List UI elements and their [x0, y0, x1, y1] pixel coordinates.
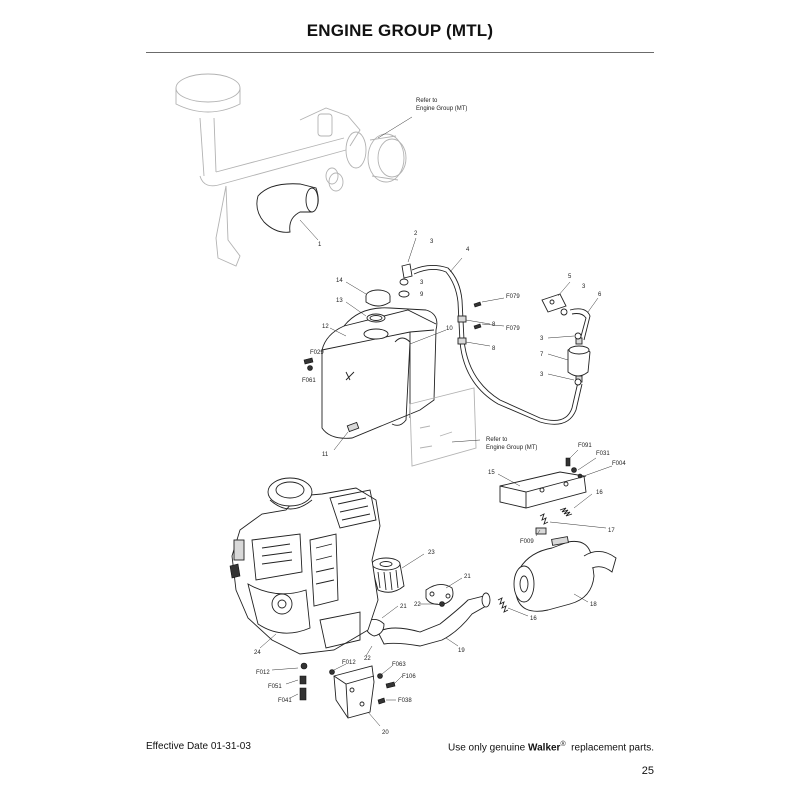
- callout-21a: 21: [464, 574, 471, 580]
- part-3-clamps: [547, 308, 582, 386]
- part-1-elbow: [256, 183, 319, 241]
- callout-3: 3: [430, 239, 434, 245]
- callout-3b: 3: [420, 280, 424, 286]
- callout-f051: F051: [268, 684, 282, 690]
- callout-f061: F061: [302, 378, 316, 384]
- part-16-spring: [497, 597, 529, 617]
- callout-12: 12: [322, 324, 329, 330]
- ghost-mount-plate: [409, 387, 481, 467]
- callout-13: 13: [336, 298, 343, 304]
- refer-top-line2: Engine Group (MT): [416, 106, 467, 112]
- callout-6: 6: [598, 292, 602, 298]
- part-18-muffler: [513, 536, 617, 612]
- callout-f004: F004: [612, 461, 626, 467]
- notice-prefix: Use only genuine: [447, 742, 529, 754]
- part-15-bracket: [497, 471, 587, 509]
- part-20-bracket: [333, 665, 381, 727]
- refer-top-line1: Refer to: [416, 98, 438, 104]
- notice-brand: Walker: [528, 742, 561, 754]
- callout-5: 5: [568, 274, 572, 280]
- callout-1: 1: [318, 242, 322, 248]
- registered-mark: ®: [560, 741, 566, 748]
- callout-21b: 21: [400, 604, 407, 610]
- callout-f079a: F079: [506, 294, 520, 300]
- callout-19: 19: [458, 648, 465, 654]
- part-14-fuel-cap: [345, 281, 391, 307]
- callout-3c: 3: [582, 284, 586, 290]
- part-11-fitting: [333, 421, 360, 451]
- callout-f106: F106: [402, 674, 416, 680]
- part-16-17-isolators: [535, 493, 607, 537]
- callout-f031: F031: [596, 451, 610, 457]
- callout-labels: Refer to Engine Group (MT) Refer to Engi…: [254, 98, 626, 736]
- part-24-engine: [229, 477, 381, 655]
- callout-10: 10: [446, 326, 453, 332]
- page-title: ENGINE GROUP (MTL): [306, 21, 494, 40]
- fasteners-lower: [271, 662, 403, 705]
- callout-24: 24: [254, 650, 261, 656]
- part-13-gasket: [345, 301, 386, 323]
- fuel-tank: [321, 307, 438, 439]
- callout-f038: F038: [398, 698, 412, 704]
- callout-3e: 3: [540, 372, 544, 378]
- effective-date: Effective Date 01-31-03: [146, 741, 251, 752]
- callout-f009: F009: [520, 539, 534, 545]
- callout-16b: 16: [530, 616, 537, 622]
- notice-suffix: replacement parts.: [565, 742, 654, 754]
- part-23-oil-filter: [371, 553, 425, 593]
- part-21-lower-gasket: [381, 605, 399, 619]
- ghost-air-cleaner: [175, 73, 407, 267]
- fastener-f029: [303, 357, 314, 371]
- callout-20: 20: [382, 730, 389, 736]
- callout-3d: 3: [540, 336, 544, 342]
- callout-11: 11: [322, 452, 329, 458]
- part-21-gasket: [425, 577, 463, 605]
- part-9-grommet: [398, 278, 410, 298]
- part-5-bracket: [541, 281, 571, 313]
- callout-9: 9: [420, 292, 424, 298]
- page-number: 25: [641, 765, 654, 777]
- part-4-fuel-line: [411, 257, 583, 425]
- callout-4: 4: [466, 247, 470, 253]
- callout-f091: F091: [578, 443, 592, 449]
- callout-7: 7: [540, 352, 544, 358]
- callout-f029: F029: [310, 350, 324, 356]
- part-8-fittings: [457, 315, 491, 347]
- callout-f012b: F012: [256, 670, 270, 676]
- part-22-nut: [420, 601, 445, 607]
- refer-mid-line1: Refer to: [486, 437, 508, 443]
- callout-15: 15: [488, 470, 495, 476]
- title-divider: [146, 52, 654, 53]
- callout-8b: 8: [492, 346, 496, 352]
- callout-8a: 8: [492, 322, 496, 328]
- callout-14: 14: [336, 278, 343, 284]
- callout-f041: F041: [278, 698, 292, 704]
- callout-22a: 22: [414, 602, 421, 608]
- callout-18: 18: [590, 602, 597, 608]
- part-6-hose: [569, 297, 599, 341]
- part-19-exhaust-pipe: [365, 592, 491, 647]
- part-2-fitting: [401, 237, 417, 279]
- callout-2: 2: [414, 231, 418, 237]
- callout-f012a: F012: [342, 660, 356, 666]
- callout-16a: 16: [596, 490, 603, 496]
- refer-mid-line2: Engine Group (MT): [486, 445, 537, 451]
- genuine-parts-notice: Use only genuine Walker® replacement par…: [448, 741, 654, 753]
- callout-23: 23: [428, 550, 435, 556]
- fasteners-f091-f031-f004: [565, 449, 613, 479]
- callout-f063: F063: [392, 662, 406, 668]
- callout-22b: 22: [364, 656, 371, 662]
- callout-f079b: F079: [506, 326, 520, 332]
- callout-17: 17: [608, 528, 615, 534]
- fastener-f079: [473, 297, 505, 330]
